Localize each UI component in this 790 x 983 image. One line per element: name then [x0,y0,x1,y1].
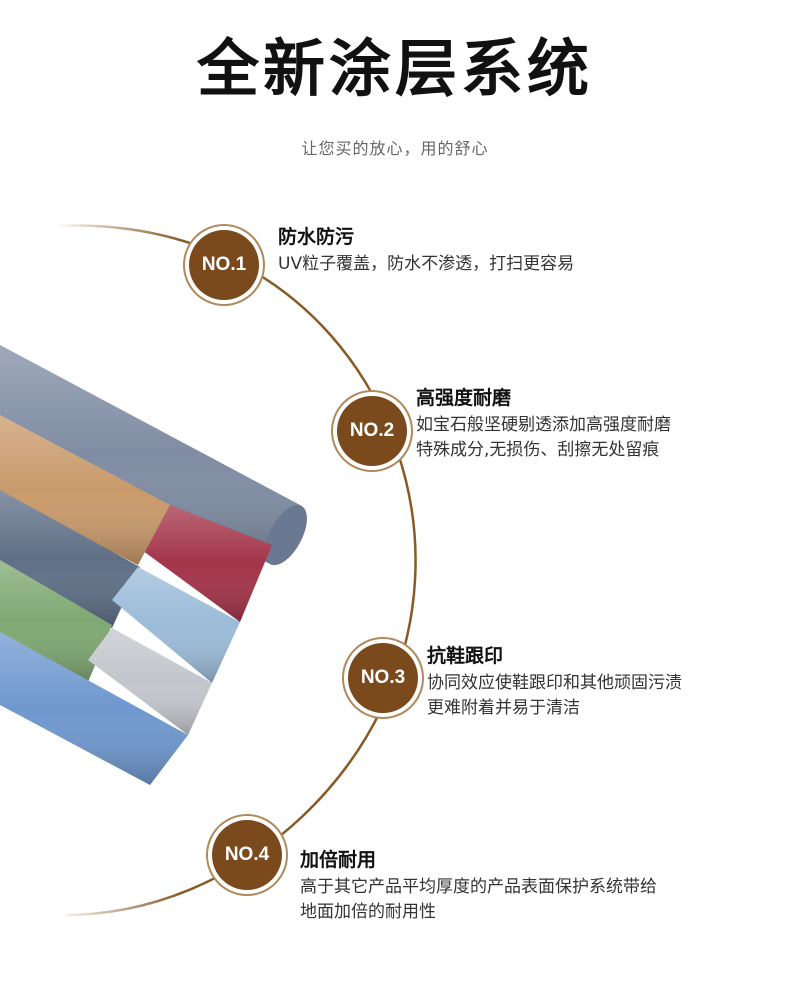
feature-1: 防水防污 UV粒子覆盖，防水不渗透，打扫更容易 [278,224,574,277]
feature-4-desc-line-2: 地面加倍的耐用性 [300,902,436,922]
feature-3-desc-line-1: 协同效应使鞋跟印和其他顽固污渍 [427,673,682,693]
feature-2-title: 高强度耐磨 [416,387,512,409]
feature-4-title: 加倍耐用 [300,849,377,871]
page-title: 全新涂层系统 [196,32,593,105]
roll-slate [0,345,307,566]
badge-no2: NO.2 [337,396,407,466]
badge-no3: NO.3 [348,643,418,713]
feature-3-desc-line-2: 更难附着并易于清洁 [427,698,580,718]
roll-grey-blue [0,490,140,628]
feature-4: 加倍耐用 高于其它产品平均厚度的产品表面保护系统带给 地面加倍的耐用性 [300,847,657,925]
roll-green [0,560,112,682]
badge-no1: NO.1 [189,230,259,300]
page-subtitle: 让您买的放心，用的舒心 [301,139,489,158]
feature-4-desc-line-1: 高于其它产品平均厚度的产品表面保护系统带给 [300,877,657,897]
feature-1-desc-line-1: UV粒子覆盖，防水不渗透，打扫更容易 [278,254,575,274]
floor-rolls [0,345,307,785]
roll-tan [0,415,170,565]
roll-light-blue [112,567,240,683]
feature-3-title: 抗鞋跟印 [427,645,504,667]
badge-no4: NO.4 [212,820,282,890]
roll-silver [88,628,212,735]
roll-blue [0,632,188,785]
feature-3: 抗鞋跟印 协同效应使鞋跟印和其他顽固污渍 更难附着并易于清洁 [427,643,682,721]
feature-2: 高强度耐磨 如宝石般坚硬剔透添加高强度耐磨 特殊成分,无损伤、刮擦无处留痕 [416,385,671,463]
feature-2-desc-line-1: 如宝石般坚硬剔透添加高强度耐磨 [416,415,671,435]
feature-2-desc-line-2: 特殊成分,无损伤、刮擦无处留痕 [416,440,660,460]
roll-rose [135,505,272,622]
feature-1-title: 防水防污 [278,226,355,248]
